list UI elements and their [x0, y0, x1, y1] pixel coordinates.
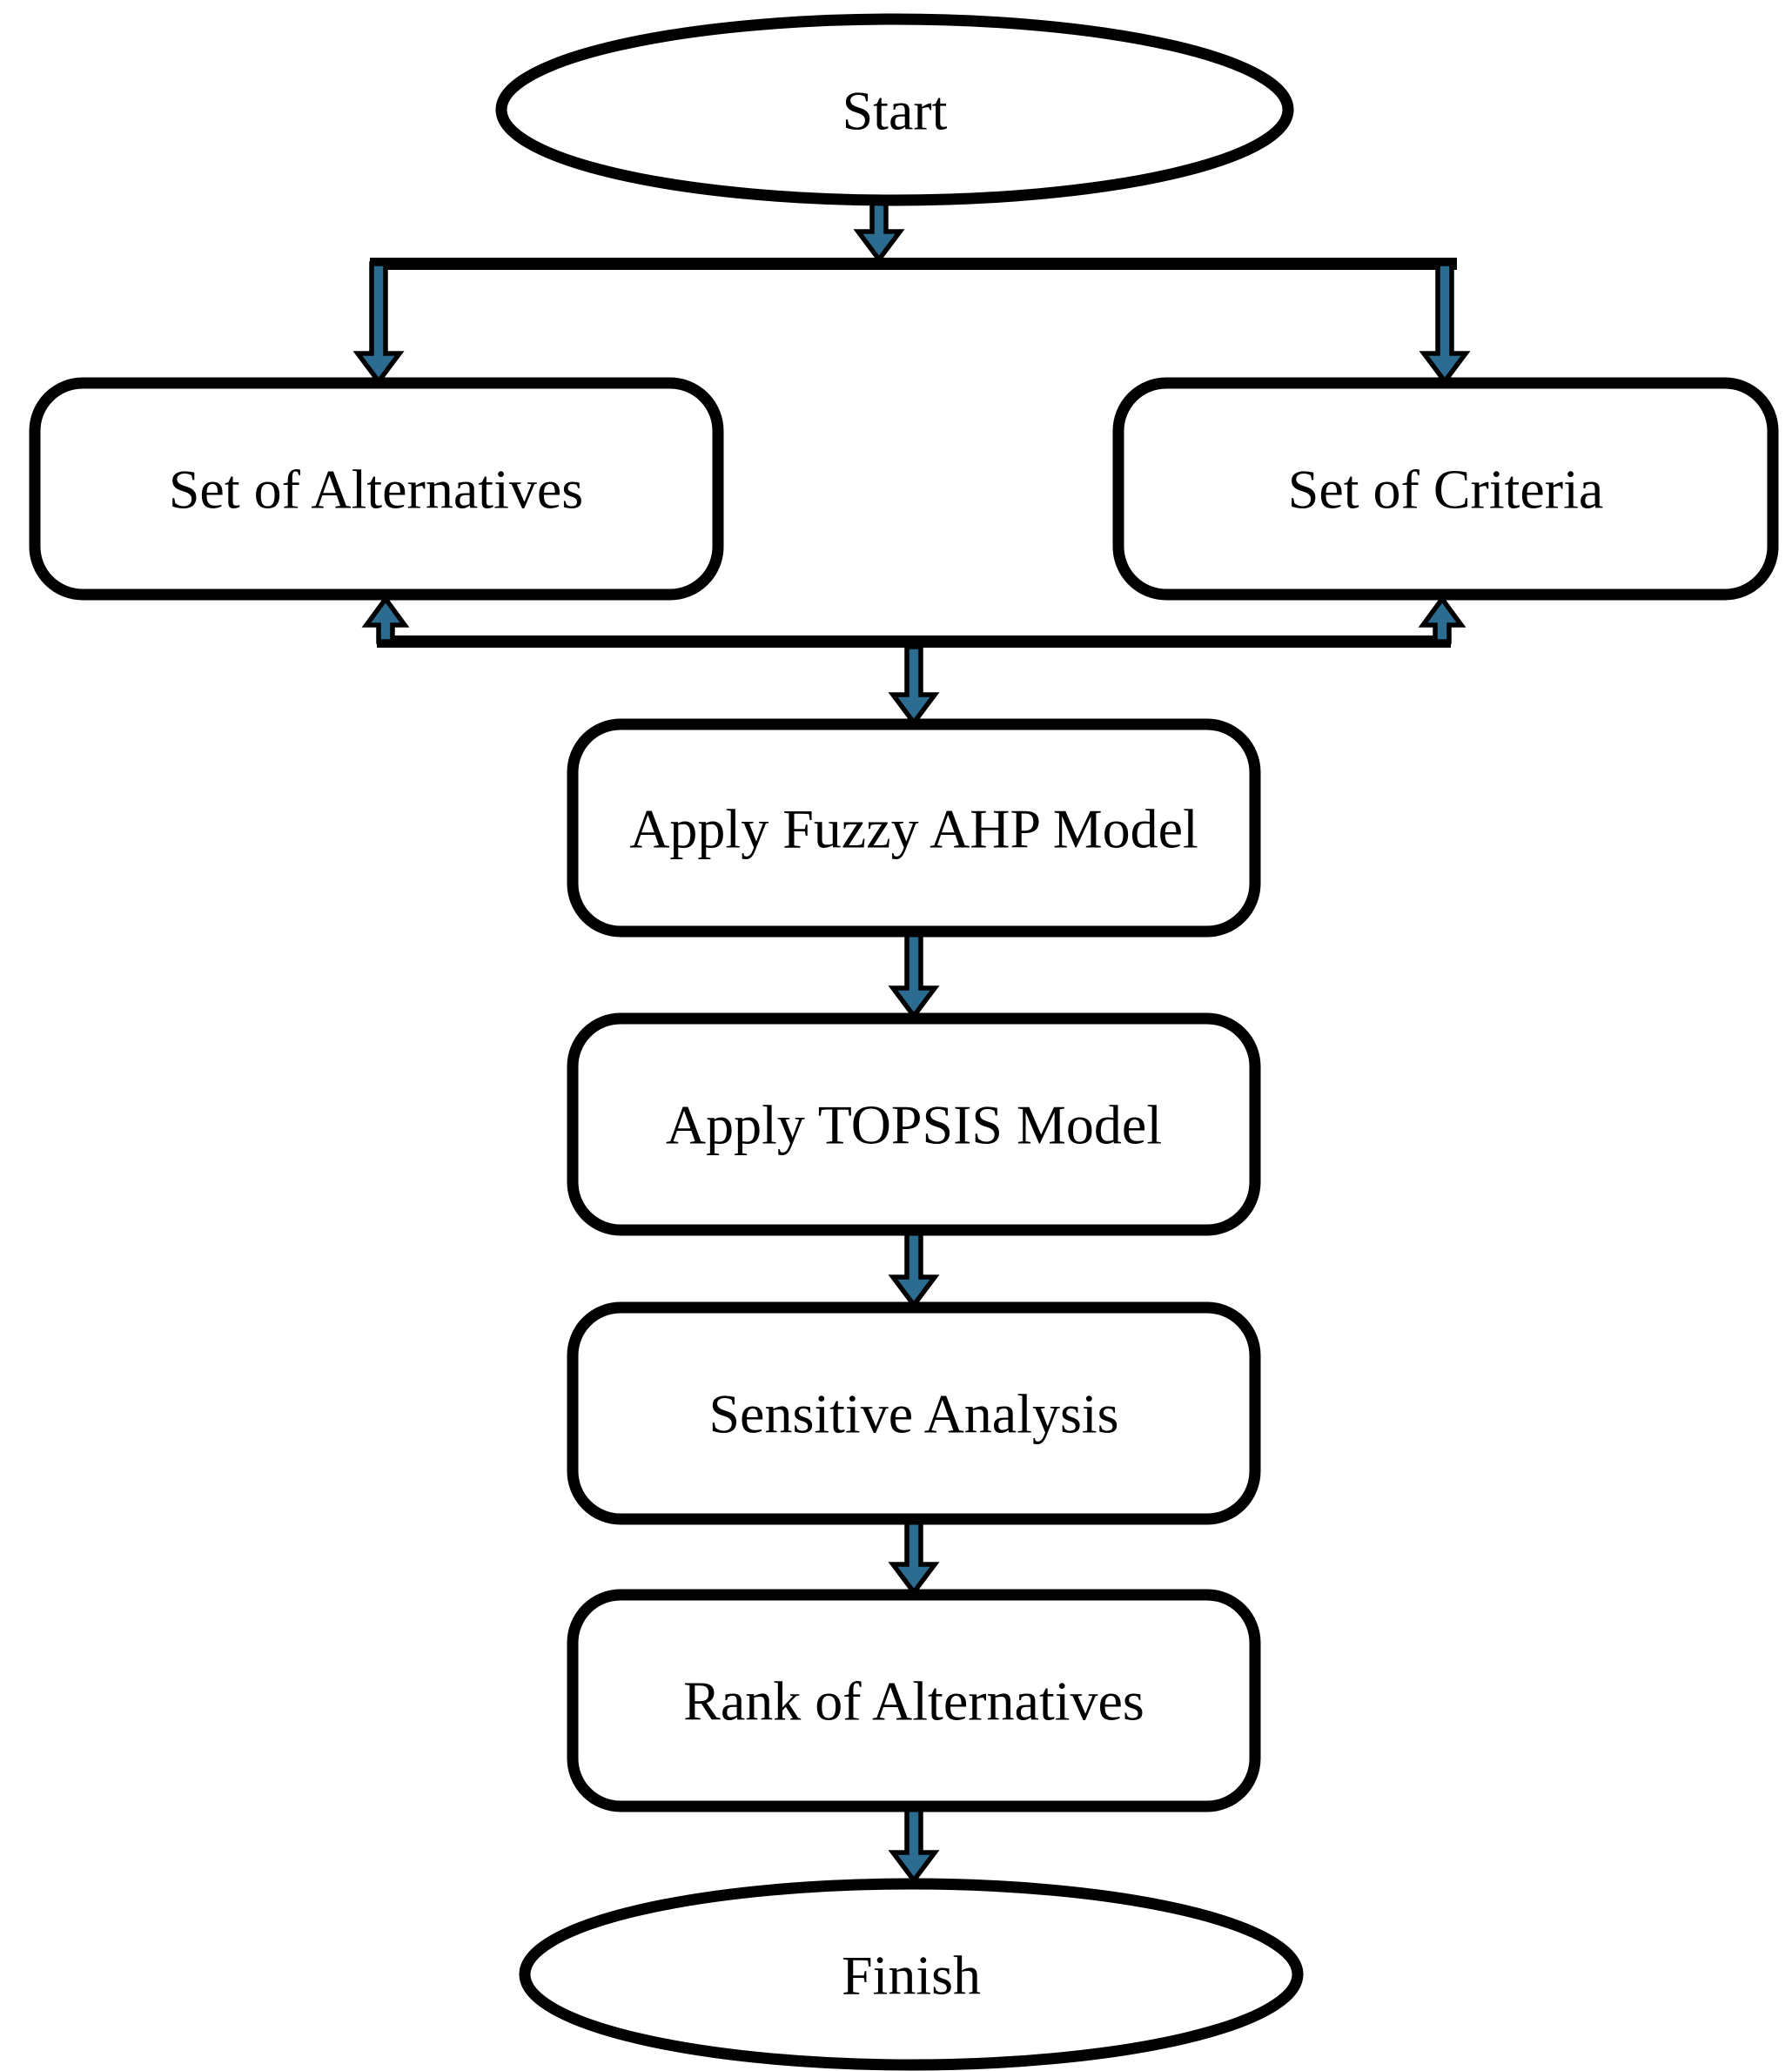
arrow-branch-to-alternatives	[352, 261, 405, 386]
node-start-ellipse	[495, 13, 1294, 206]
arrow-fuzzy-to-topsis	[888, 931, 940, 1020]
arrow-merge-to-fuzzy-ahp	[888, 644, 940, 727]
node-fuzzy-ahp-label: Apply Fuzzy AHP Model	[629, 797, 1198, 859]
node-rank-box	[567, 1589, 1261, 1812]
node-topsis-box	[567, 1012, 1261, 1236]
node-sensitive-label: Sensitive Analysis	[708, 1382, 1118, 1444]
arrow-sensitive-to-rank	[888, 1519, 940, 1597]
node-finish-label: Finish	[842, 1944, 981, 2006]
node-alternatives-box	[29, 377, 724, 601]
arrow-rank-to-finish	[888, 1806, 940, 1885]
arrow-start-to-branch	[853, 199, 905, 264]
node-finish-ellipse	[519, 1878, 1304, 2071]
node-start-label: Start	[842, 79, 948, 141]
node-sensitive-box	[567, 1301, 1261, 1525]
node-criteria-label: Set of Criteria	[1288, 458, 1604, 520]
node-topsis-label: Apply TOPSIS Model	[666, 1093, 1162, 1155]
arrow-merge-to-alternatives	[361, 595, 410, 644]
node-alternatives-label: Set of Alternatives	[169, 458, 583, 520]
arrow-merge-to-criteria	[1418, 595, 1466, 644]
arrow-topsis-to-sensitive	[888, 1230, 940, 1309]
node-rank-label: Rank of Alternatives	[683, 1670, 1144, 1731]
arrow-branch-to-criteria	[1419, 261, 1471, 386]
node-fuzzy-ahp-box	[567, 718, 1261, 938]
node-criteria-box	[1112, 377, 1779, 601]
